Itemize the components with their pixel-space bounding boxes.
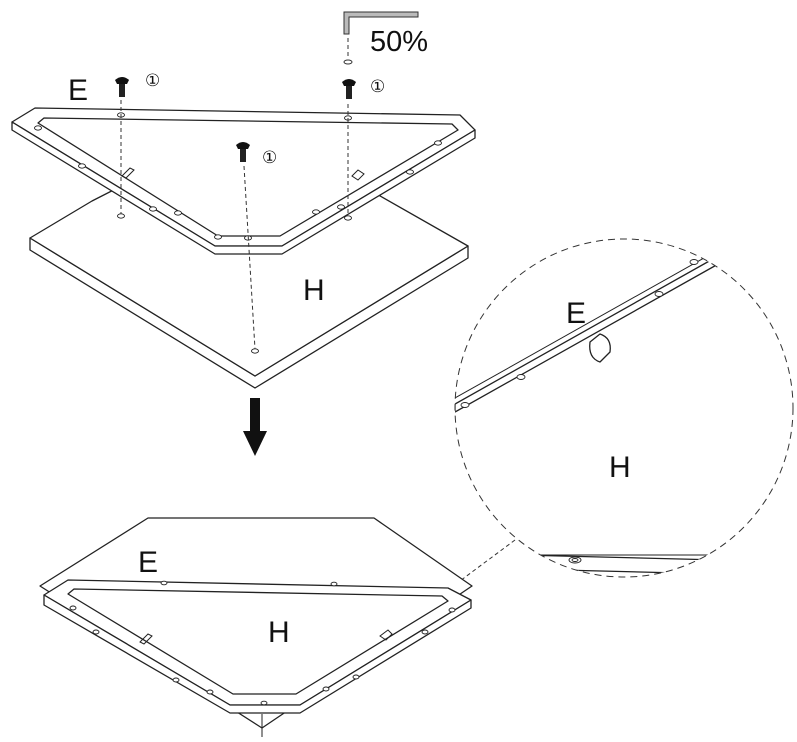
allen-key-icon xyxy=(343,11,419,65)
screw-icon xyxy=(115,77,129,97)
frame-e-top xyxy=(11,107,476,354)
screw-guides xyxy=(120,38,349,350)
label-frame-e-top: E xyxy=(68,74,88,107)
screw-quantity: ① xyxy=(262,148,277,167)
label-board-h-bottom: H xyxy=(268,616,290,649)
label-frame-e-zoom: E xyxy=(566,297,586,330)
tool-setting-label: 50% xyxy=(370,26,428,58)
screw-icon xyxy=(342,79,356,99)
screw-quantity: ① xyxy=(145,71,160,90)
frame-e-bottom xyxy=(43,579,472,714)
down-arrow-icon xyxy=(243,398,267,456)
screw-icon xyxy=(236,142,250,162)
screw-quantity: ① xyxy=(370,77,385,96)
label-board-h-top: H xyxy=(303,274,325,307)
label-frame-e-bottom: E xyxy=(138,546,158,579)
label-board-h-zoom: H xyxy=(609,451,631,484)
